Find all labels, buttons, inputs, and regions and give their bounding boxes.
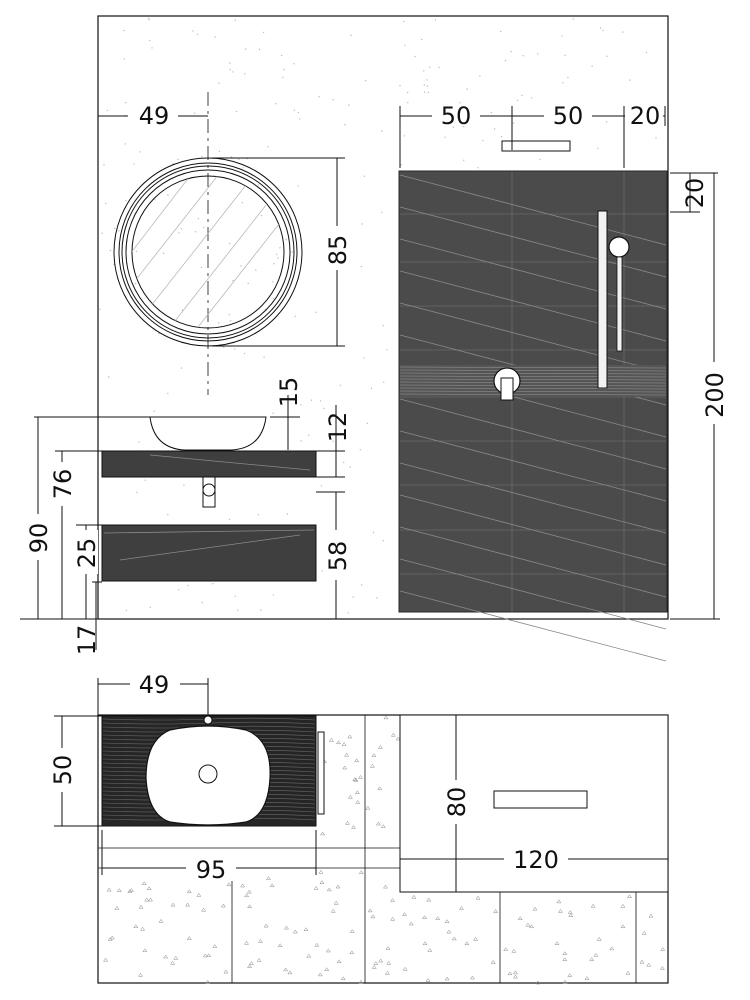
round-mirror xyxy=(113,157,303,347)
dim-shower-height: 200 xyxy=(701,372,729,418)
dim-basin-height: 15 xyxy=(275,377,303,408)
vanity-drawer xyxy=(101,524,317,582)
dim-mirror-offset: 49 xyxy=(139,102,170,130)
dim-plan-depth: 50 xyxy=(49,755,77,786)
dim-shower-mid: 50 xyxy=(553,102,584,130)
shower-slide-rail[interactable] xyxy=(597,210,608,389)
dim-mirror-height: 85 xyxy=(324,235,352,266)
elevation-view: 49 50 50 20 20 200 85 15 xyxy=(20,15,729,662)
shower-drain xyxy=(493,790,588,809)
dim-shower-depth: 80 xyxy=(443,787,471,818)
plan-view: 49 50 95 80 120 xyxy=(48,671,669,985)
shower-band xyxy=(400,365,666,397)
shower-head[interactable] xyxy=(608,236,630,258)
shower-hose xyxy=(616,256,623,352)
dim-shower-left: 50 xyxy=(441,102,472,130)
niche-shelf xyxy=(501,140,571,152)
vanity-top xyxy=(101,450,317,478)
towel-bar xyxy=(317,731,325,815)
dim-floor-gap: 17 xyxy=(73,625,101,656)
faucet-plan xyxy=(203,715,213,725)
dim-shower-right: 20 xyxy=(630,102,661,130)
dim-overall-height: 90 xyxy=(25,523,53,554)
dim-top-level: 76 xyxy=(49,469,77,500)
dim-vanity-width: 95 xyxy=(196,856,227,884)
dim-lower-cabinet: 58 xyxy=(324,541,352,572)
dim-top-thickness: 12 xyxy=(324,412,352,443)
dim-shower-width: 120 xyxy=(513,846,559,874)
basin-drain xyxy=(198,764,218,784)
vessel-basin xyxy=(149,416,267,451)
dim-shower-top-gap: 20 xyxy=(681,178,709,209)
floor-texture xyxy=(103,715,666,985)
dim-basin-offset: 49 xyxy=(139,671,170,699)
shower-tile-wall xyxy=(398,170,668,662)
dim-drawer-height: 25 xyxy=(73,538,101,569)
